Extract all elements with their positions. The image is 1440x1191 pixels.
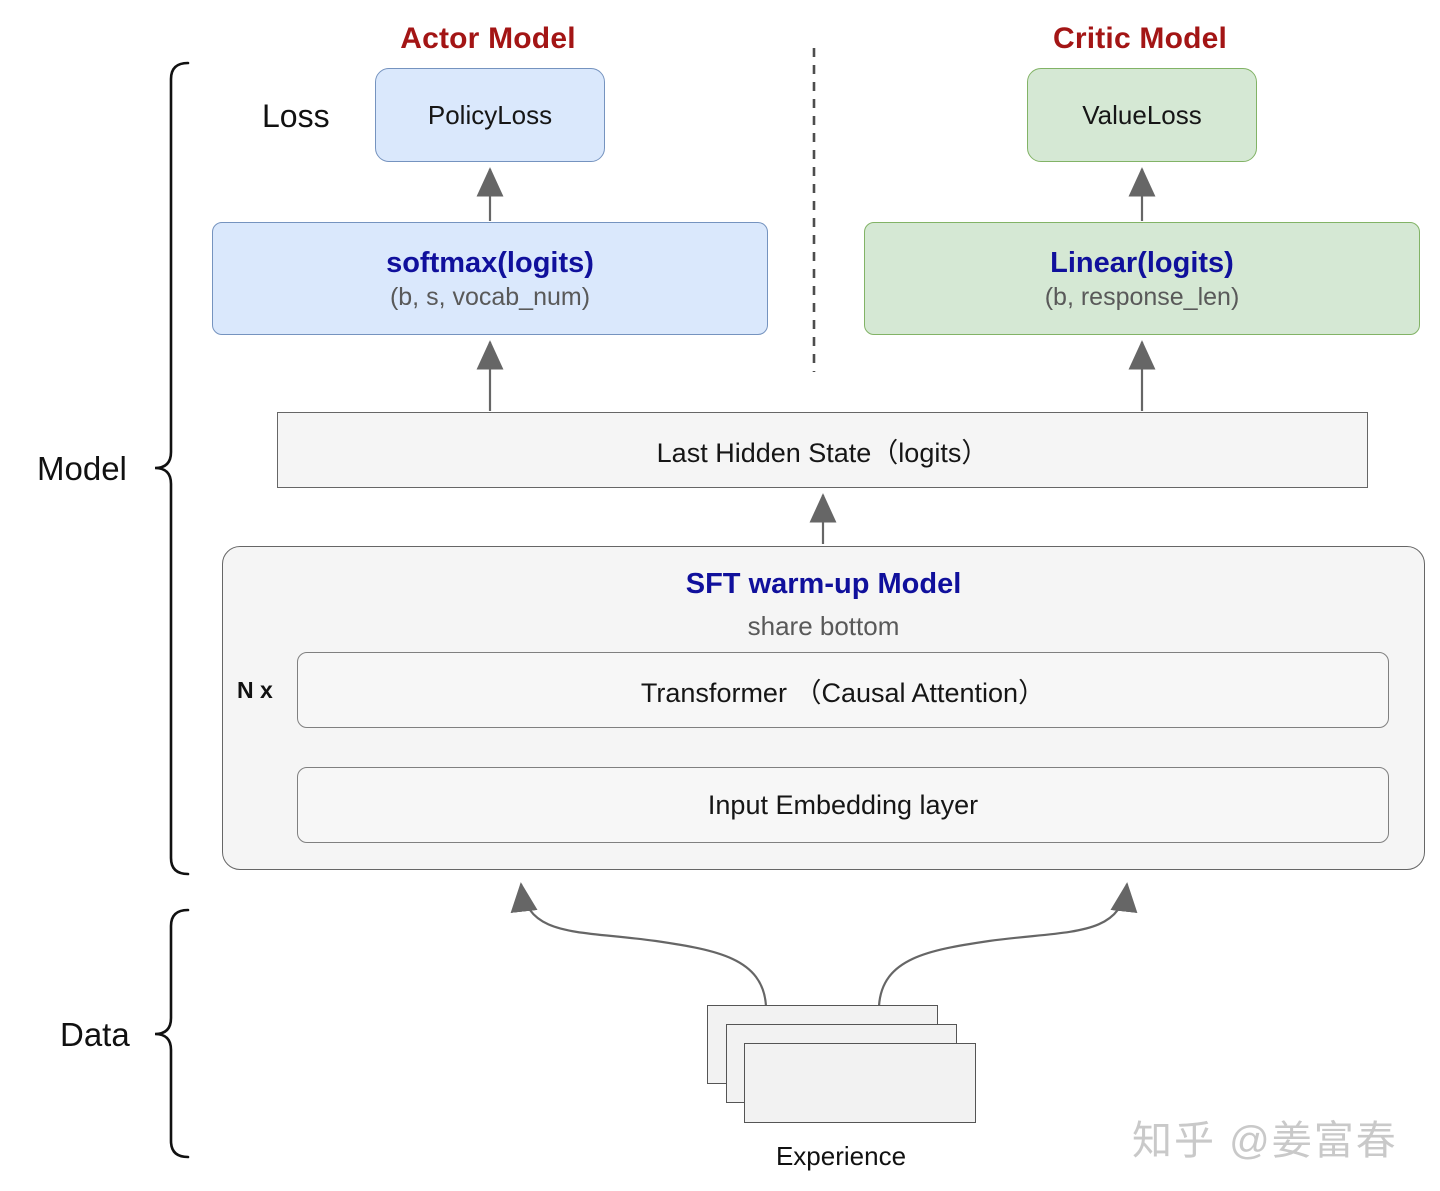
- arrow-experience-to-sft-left: [510, 882, 768, 1007]
- nx-repeat-label: N x: [237, 677, 273, 703]
- experience-sheet-front: [744, 1043, 976, 1123]
- linear-box: Linear(logits) (b, response_len): [864, 222, 1420, 335]
- last-hidden-state-text: Last Hidden State（logits）: [656, 437, 989, 468]
- critic-model-title: Critic Model: [1052, 22, 1228, 55]
- linear-shape: (b, response_len): [1044, 282, 1240, 311]
- model-brace: [154, 61, 190, 876]
- model-bracket-label: Model: [37, 450, 127, 487]
- policy-loss-box: PolicyLoss: [375, 68, 605, 162]
- last-hidden-state-box: Last Hidden State（logits）: [277, 412, 1368, 488]
- data-bracket-label: Data: [60, 1016, 130, 1053]
- sft-warmup-title: SFT warm-up Model: [685, 568, 962, 600]
- policy-loss-text: PolicyLoss: [427, 99, 553, 130]
- value-loss-box: ValueLoss: [1027, 68, 1257, 162]
- data-brace: [154, 908, 190, 1159]
- softmax-shape: (b, s, vocab_num): [389, 282, 591, 311]
- transformer-text: Transformer （Causal Attention）: [640, 677, 1046, 708]
- experience-label: Experience: [775, 1141, 907, 1171]
- value-loss-text: ValueLoss: [1082, 99, 1202, 130]
- share-bottom-label: share bottom: [747, 611, 900, 641]
- input-embedding-text: Input Embedding layer: [707, 789, 979, 820]
- arrow-experience-to-sft-right: [877, 882, 1138, 1007]
- softmax-title: softmax(logits): [386, 247, 594, 280]
- softmax-box: softmax(logits) (b, s, vocab_num): [212, 222, 768, 335]
- watermark: 知乎 @姜富春: [1132, 1119, 1398, 1163]
- actor-model-title: Actor Model: [400, 22, 576, 55]
- loss-label: Loss: [262, 98, 330, 134]
- transformer-box: Transformer （Causal Attention）: [297, 652, 1389, 728]
- linear-title: Linear(logits): [1050, 247, 1234, 280]
- input-embedding-box: Input Embedding layer: [297, 767, 1389, 843]
